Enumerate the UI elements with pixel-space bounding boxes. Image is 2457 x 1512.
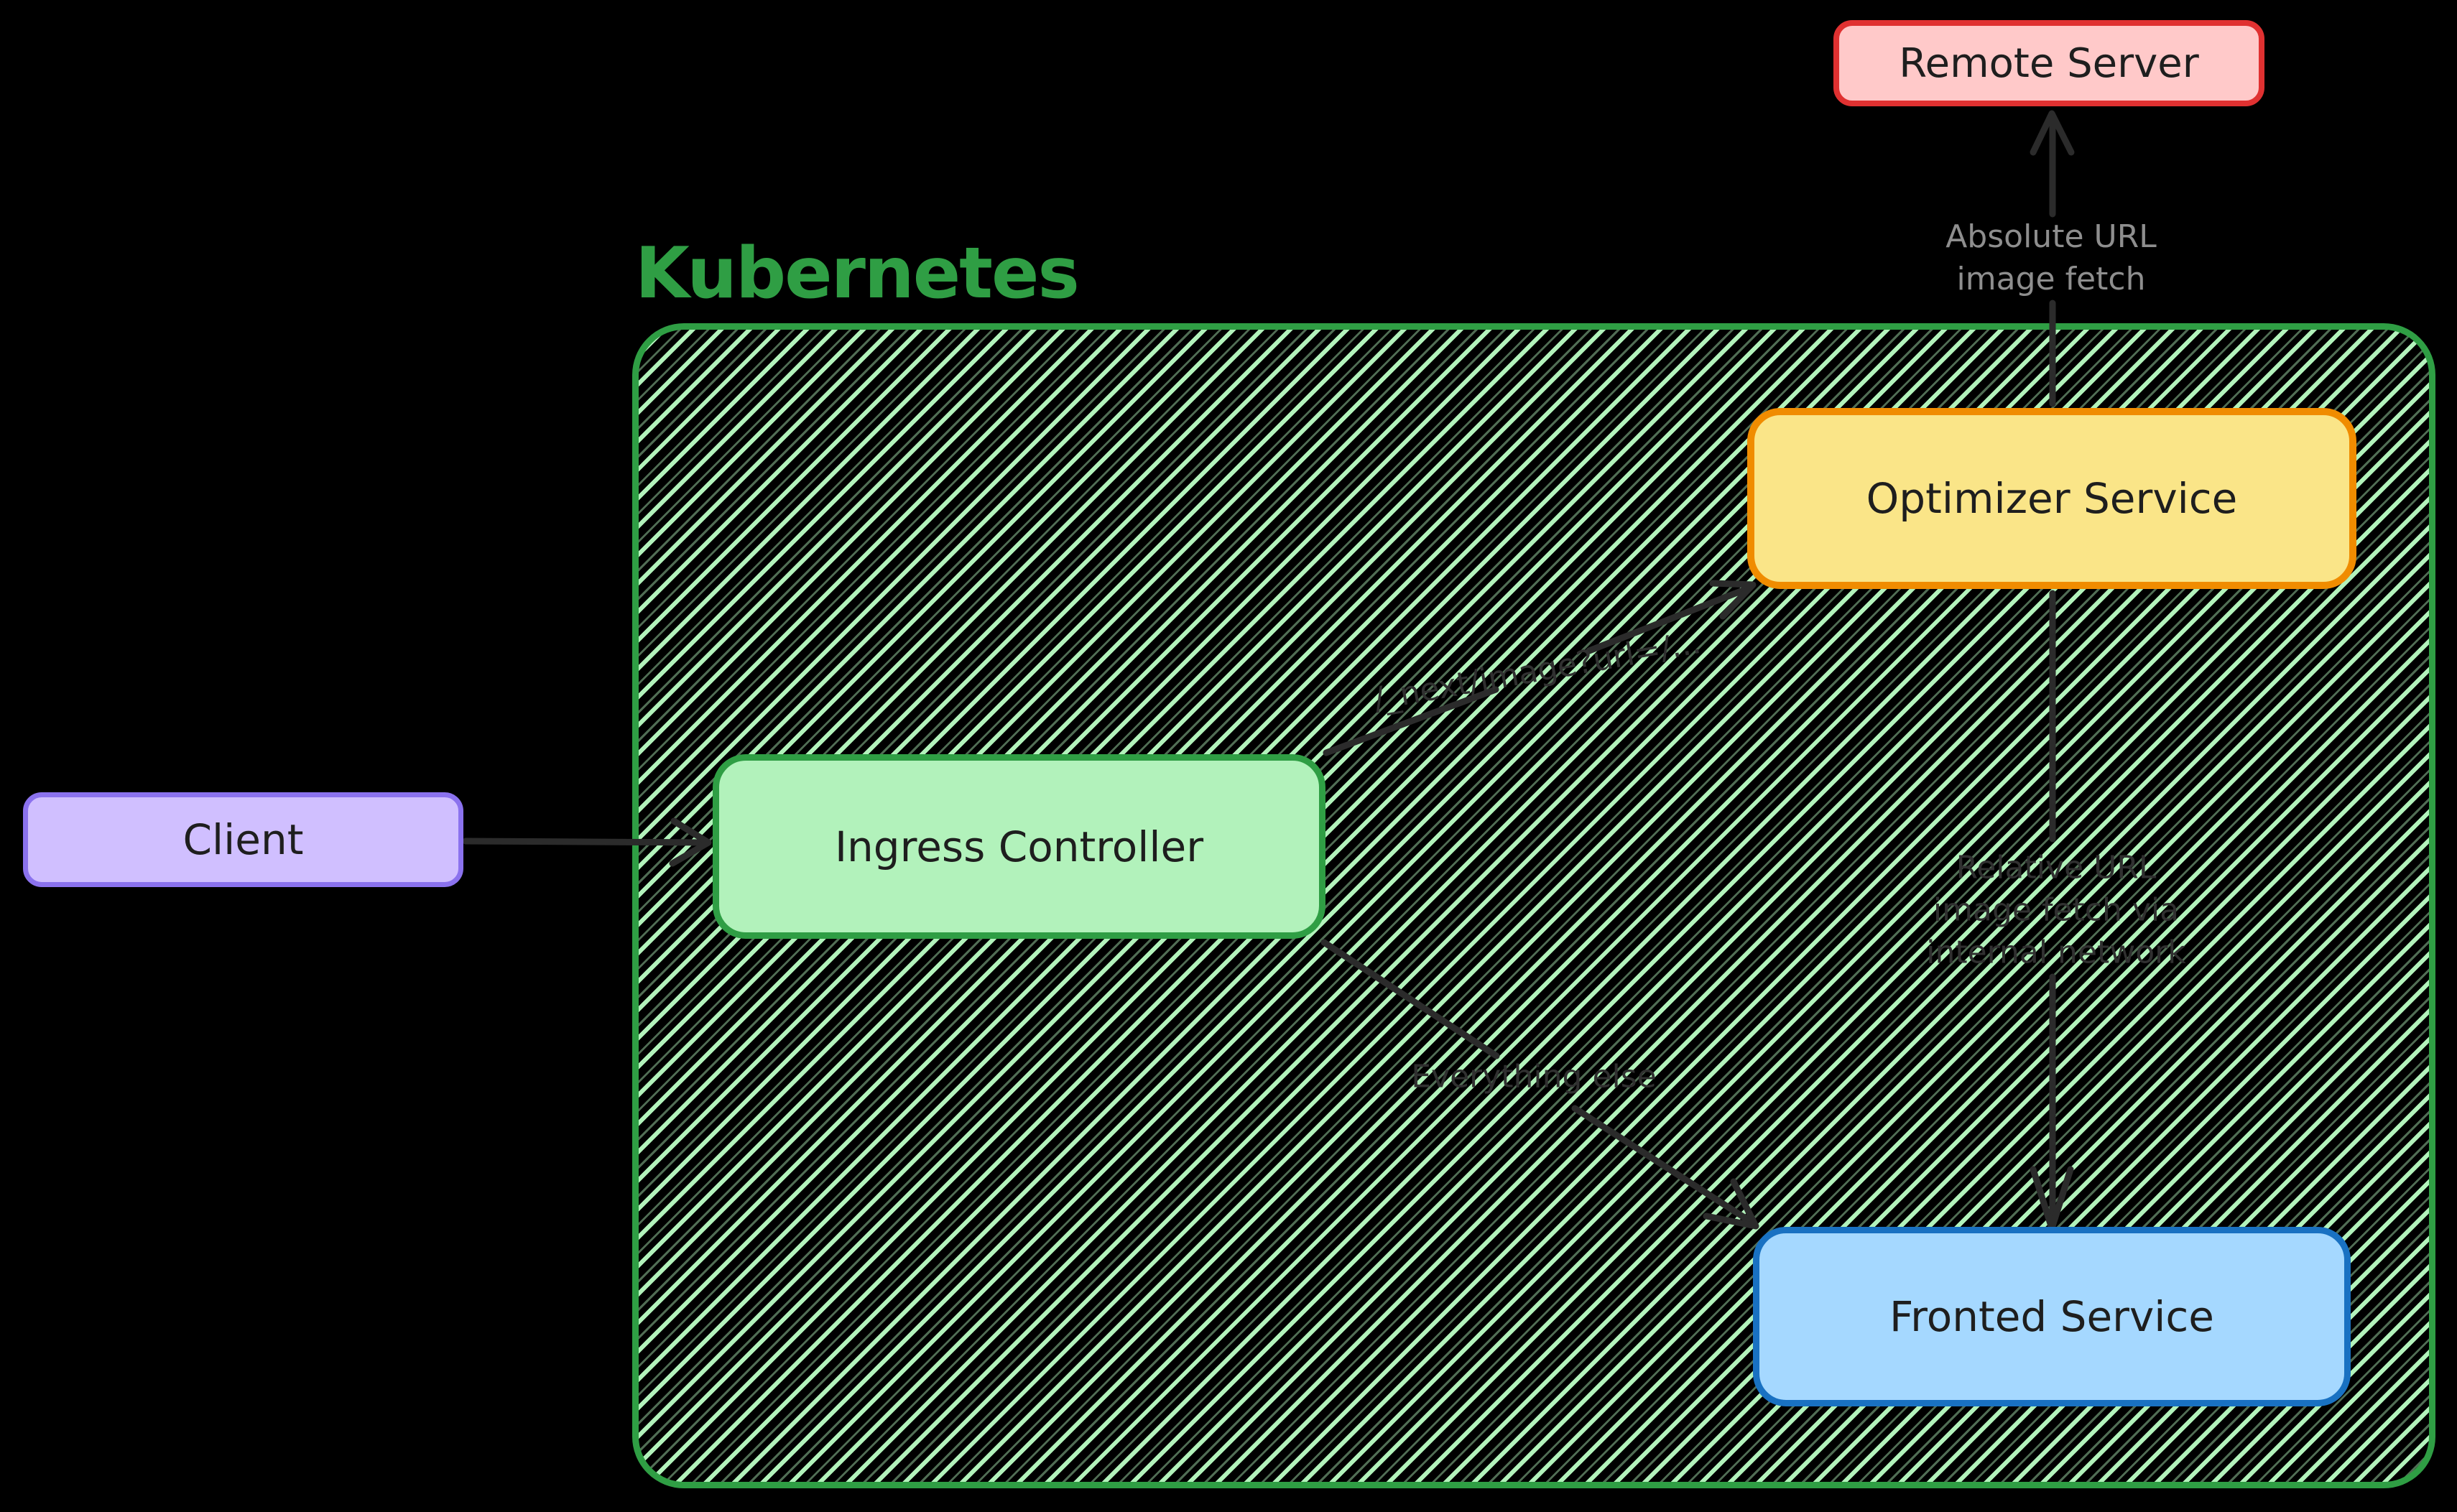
- node-remote-server: Remote Server: [1833, 20, 2264, 106]
- node-ingress-controller: Ingress Controller: [713, 754, 1325, 939]
- edge-label-everything-else: Everything else: [1411, 1058, 1657, 1095]
- node-optimizer-service: Optimizer Service: [1747, 408, 2356, 589]
- node-fronted-service: Fronted Service: [1753, 1227, 2351, 1406]
- node-ingress-controller-label: Ingress Controller: [834, 822, 1204, 871]
- node-client: Client: [23, 792, 463, 887]
- edge-label-relative-url-internal-network: Relative URL image fetch via internal ne…: [1926, 849, 2186, 971]
- node-client-label: Client: [182, 815, 304, 864]
- arrow-optimizer-to-remote: [2030, 110, 2075, 407]
- arrow-ingress-to-optimizer: [1323, 580, 1757, 756]
- kubernetes-cluster-title: Kubernetes: [635, 233, 1080, 315]
- node-fronted-service-label: Fronted Service: [1889, 1292, 2214, 1341]
- arrow-ingress-to-fronted: [1320, 939, 1759, 1230]
- edge-label-absolute-url-image-fetch: Absolute URL image fetch: [1945, 218, 2157, 297]
- node-remote-server-label: Remote Server: [1899, 40, 2199, 87]
- node-optimizer-service-label: Optimizer Service: [1866, 474, 2238, 523]
- arrow-client-to-ingress: [462, 817, 712, 867]
